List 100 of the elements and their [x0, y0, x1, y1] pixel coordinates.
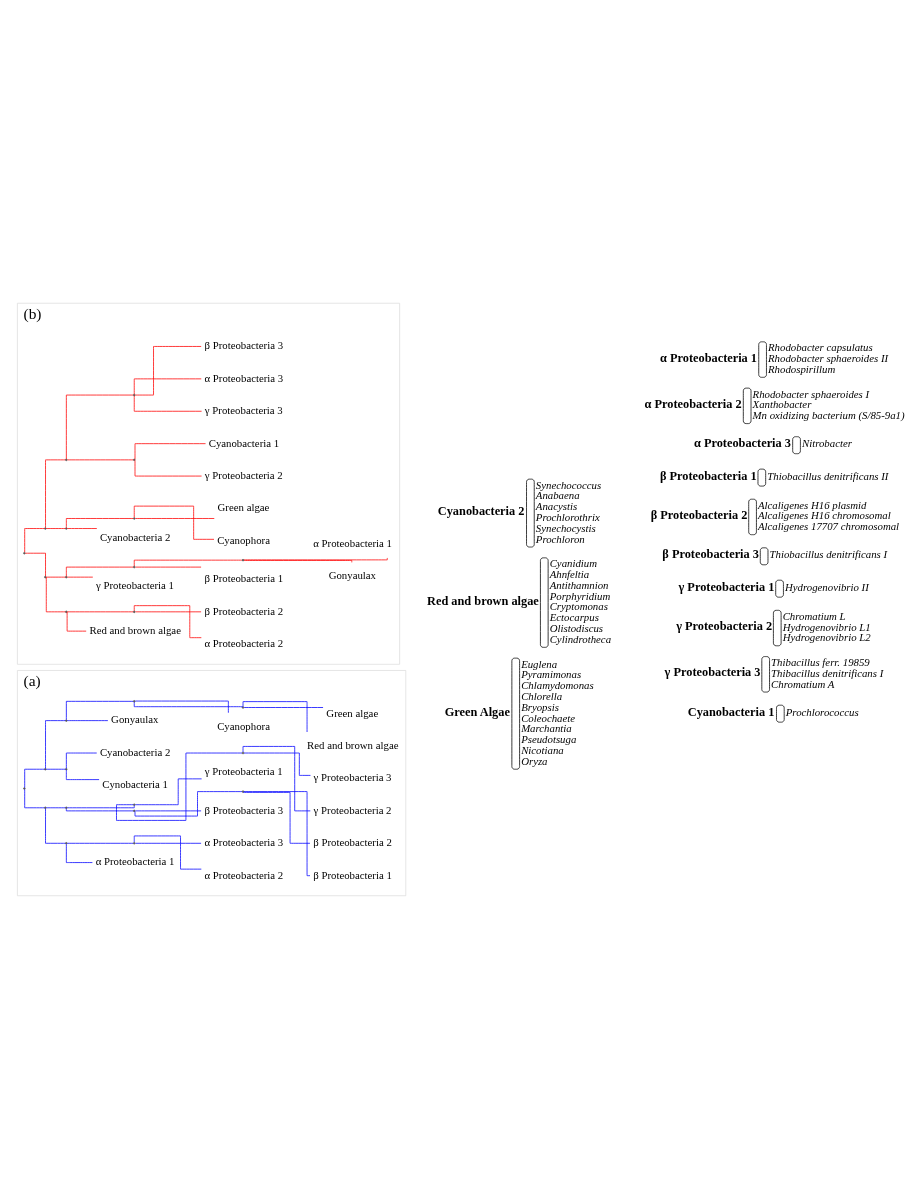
- connector: [133, 505, 215, 540]
- node-label: Hydrogenovibrio L2: [782, 630, 871, 643]
- node-point: [133, 841, 136, 844]
- node-label: β Proteobacteria 3: [662, 546, 759, 561]
- node-label: Rhodobacter sphaeroides II: [768, 351, 889, 364]
- node-text: γ Proteobacteria 3: [204, 403, 283, 416]
- connector: [65, 566, 134, 577]
- node-box: [748, 498, 757, 535]
- node-point: [133, 393, 136, 396]
- node-text: Red and brown algae: [89, 623, 181, 636]
- node-text: Red and brown algae: [307, 738, 399, 751]
- node-box: [526, 478, 535, 547]
- node-point: [44, 806, 47, 809]
- node-label: Rhodobacter capsulatus: [768, 340, 873, 353]
- node-label: Synechocystis: [535, 521, 596, 534]
- node-text: α Proteobacteria 1: [313, 536, 393, 549]
- node-label: Ahnfeltia: [549, 567, 590, 580]
- node-text: γ Proteobacteria 3: [313, 770, 392, 783]
- node-label: Hydrogenovibrio L1: [782, 620, 871, 633]
- connector: [65, 769, 100, 780]
- connector: [135, 810, 202, 811]
- node-box: [792, 435, 801, 454]
- node-text: β Proteobacteria 2: [313, 835, 392, 848]
- node-box: [757, 468, 767, 486]
- node-label: Hydrogenovibrio II: [784, 580, 869, 593]
- connector: [45, 576, 66, 577]
- node-label: Mn oxidizing bacterium (S/85-9a1): [752, 408, 905, 421]
- connector: [66, 804, 135, 808]
- node-label: γ Proteobacteria 1: [678, 579, 775, 594]
- connector: [65, 517, 134, 528]
- node-text: Gonyaulax: [328, 568, 377, 581]
- node-label: Cyanidium: [549, 556, 598, 569]
- node-label: Anacystis: [535, 499, 578, 512]
- node-box: [511, 657, 520, 770]
- node-text: β Proteobacteria 1: [313, 868, 392, 881]
- connector: [66, 719, 109, 721]
- node-point: [65, 575, 68, 578]
- node-label: Thibacillus ferr. 19859: [771, 655, 870, 668]
- node-label: Cyanobacteria 1: [687, 704, 775, 719]
- node-label: Chromatium L: [782, 609, 846, 622]
- node-box: [758, 340, 767, 378]
- node-text: Green algae: [217, 500, 270, 513]
- connector: [135, 842, 202, 844]
- node-label: Prochloron: [535, 532, 585, 545]
- connector: [134, 778, 202, 805]
- node-point: [133, 803, 136, 806]
- node-point: [241, 789, 245, 793]
- node-label: α Proteobacteria 1: [659, 350, 758, 365]
- connector: [45, 807, 66, 844]
- node-label: α Proteobacteria 2: [644, 396, 742, 411]
- connector: [134, 345, 202, 395]
- node-label: Oryza: [521, 754, 548, 767]
- connector: [66, 842, 134, 844]
- node-label: Antithamnion: [549, 578, 609, 591]
- connector: [133, 604, 202, 638]
- node-label: Nitrobacter: [801, 436, 852, 449]
- connector: [45, 576, 66, 612]
- node-text: α Proteobacteria 3: [204, 835, 284, 848]
- connector: [134, 700, 229, 713]
- node-text: α Proteobacteria 1: [95, 854, 175, 867]
- node-label: Anabaena: [535, 488, 580, 501]
- node-point: [44, 575, 47, 578]
- node-point: [133, 458, 136, 461]
- node-label: β Proteobacteria 1: [659, 468, 757, 483]
- node-point: [241, 751, 245, 754]
- connector: [242, 791, 311, 844]
- node-label: Pyramimonas: [521, 667, 582, 680]
- connector: [243, 752, 311, 776]
- node-label: Bryopsis: [521, 700, 559, 713]
- node-text: β Proteobacteria 3: [204, 338, 284, 351]
- node-text: Cyanophora: [217, 719, 270, 732]
- connector: [135, 610, 202, 612]
- connector: [243, 790, 311, 876]
- node-text: Cyanophora: [217, 533, 270, 546]
- node-point: [65, 610, 68, 613]
- node-text: Cyanobacteria 2: [99, 530, 171, 543]
- node-text: Gonyaulax: [111, 712, 159, 725]
- node-label: Prochlorothrix: [535, 510, 600, 523]
- node-text: α Proteobacteria 3: [204, 371, 284, 384]
- node-label: Alcaligenes 17707 chromosomal: [757, 519, 900, 532]
- node-point: [44, 526, 47, 530]
- node-box: [776, 704, 785, 723]
- node-label: Rhodospirillum: [768, 362, 836, 375]
- node-label: Chlamydomonas: [521, 678, 594, 691]
- connector: [24, 527, 45, 553]
- node-text: Cynobacteria 1: [102, 777, 168, 790]
- node-point: [65, 806, 68, 809]
- node-point: [133, 699, 136, 703]
- node-box: [773, 609, 782, 646]
- node-box: [742, 387, 752, 424]
- node-label: Red and brown algae: [427, 593, 539, 608]
- node-text: α Proteobacteria 2: [204, 868, 284, 881]
- connector: [133, 701, 244, 707]
- node-label: Synechococcus: [535, 478, 602, 491]
- connector: [45, 806, 66, 808]
- connector: [65, 843, 93, 863]
- connector: [45, 719, 66, 769]
- connector: [65, 700, 134, 720]
- node-text: γ Proteobacteria 2: [204, 468, 283, 481]
- node-label: Pseudotsuga: [521, 732, 577, 745]
